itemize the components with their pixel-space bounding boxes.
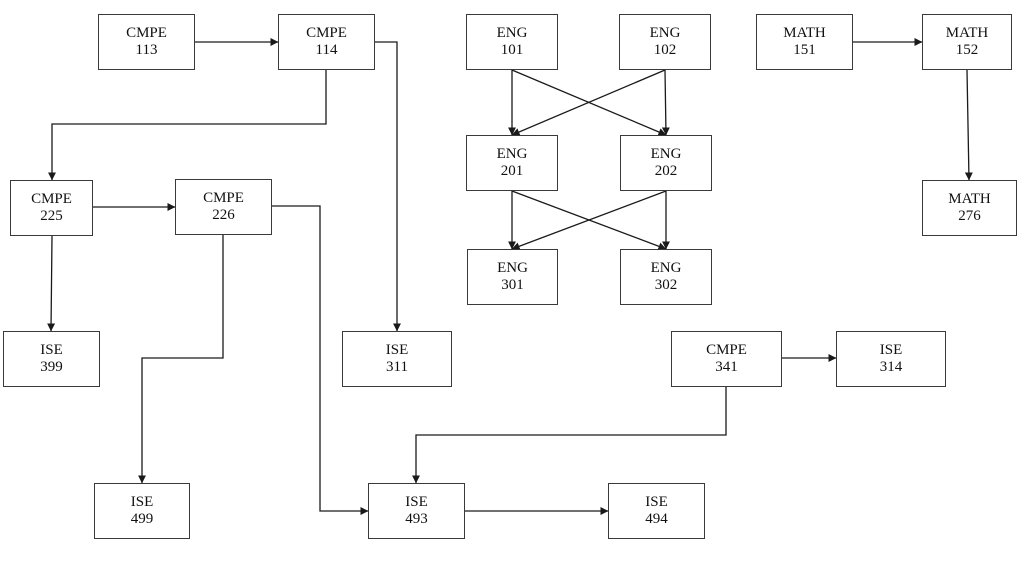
course-node-eng-101: ENG 101 xyxy=(466,14,558,70)
course-dept: CMPE xyxy=(306,25,347,41)
course-node-ise-493: ISE 493 xyxy=(368,483,465,539)
course-number: 114 xyxy=(315,42,338,58)
course-number: 311 xyxy=(386,359,408,375)
course-number: 152 xyxy=(955,42,979,58)
course-number: 494 xyxy=(645,511,668,527)
course-dept: ENG xyxy=(496,146,528,162)
course-dept: ISE xyxy=(645,494,668,510)
course-number: 226 xyxy=(212,207,235,223)
course-number: 301 xyxy=(501,277,524,293)
course-dept: CMPE xyxy=(203,190,244,206)
course-node-ise-494: ISE 494 xyxy=(608,483,705,539)
course-dept: CMPE xyxy=(706,342,747,358)
course-number: 113 xyxy=(135,42,158,58)
course-number: 202 xyxy=(654,163,678,179)
course-dept: CMPE xyxy=(31,191,72,207)
course-dept: CMPE xyxy=(126,25,167,41)
course-node-ise-311: ISE 311 xyxy=(342,331,452,387)
course-number: 276 xyxy=(958,208,981,224)
course-dept: ENG xyxy=(650,260,682,276)
course-node-cmpe-225: CMPE 225 xyxy=(10,180,93,236)
course-node-math-276: MATH 276 xyxy=(922,180,1017,236)
course-node-cmpe-113: CMPE 113 xyxy=(98,14,195,70)
course-dept: MATH xyxy=(948,191,991,207)
course-node-eng-202: ENG 202 xyxy=(620,135,712,191)
course-number: 102 xyxy=(653,42,677,58)
course-node-math-151: MATH 151 xyxy=(756,14,853,70)
course-node-cmpe-341: CMPE 341 xyxy=(671,331,782,387)
course-number: 225 xyxy=(40,208,63,224)
course-node-cmpe-114: CMPE 114 xyxy=(278,14,375,70)
course-dept: MATH xyxy=(783,25,826,41)
course-dept: ENG xyxy=(496,25,528,41)
course-number: 201 xyxy=(500,163,524,179)
edge-eng202-eng301 xyxy=(511,190,667,251)
course-number: 399 xyxy=(40,359,63,375)
course-node-eng-301: ENG 301 xyxy=(467,249,558,305)
edge-cmpe114-cmpe225 xyxy=(48,70,327,181)
course-node-ise-499: ISE 499 xyxy=(94,483,190,539)
course-node-ise-399: ISE 399 xyxy=(3,331,100,387)
edge-math152-math276 xyxy=(964,69,973,181)
edge-cmpe226-ise493 xyxy=(272,205,369,515)
edge-cmpe114-ise311 xyxy=(375,41,401,332)
course-dept: ISE xyxy=(385,342,409,358)
course-number: 499 xyxy=(130,511,154,527)
course-dept: ISE xyxy=(405,494,428,510)
edge-cmpe341-ise493 xyxy=(412,387,727,484)
course-dept: ENG xyxy=(650,146,682,162)
course-number: 151 xyxy=(793,42,816,58)
course-number: 314 xyxy=(879,359,903,375)
edge-cmpe225-ise399 xyxy=(47,235,56,332)
course-number: 493 xyxy=(405,511,428,527)
course-dept: MATH xyxy=(945,25,989,41)
course-node-eng-102: ENG 102 xyxy=(619,14,711,70)
course-node-eng-302: ENG 302 xyxy=(620,249,712,305)
course-dept: ISE xyxy=(40,342,63,358)
course-dept: ISE xyxy=(130,494,154,510)
edge-eng102-eng202 xyxy=(661,69,670,136)
course-node-cmpe-226: CMPE 226 xyxy=(175,179,272,235)
course-node-ise-314: ISE 314 xyxy=(836,331,946,387)
course-dept: ENG xyxy=(497,260,528,276)
course-number: 341 xyxy=(715,359,738,375)
edge-cmpe226-ise499 xyxy=(138,235,224,484)
course-number: 101 xyxy=(500,42,524,58)
course-number: 302 xyxy=(654,277,678,293)
course-node-eng-201: ENG 201 xyxy=(466,135,558,191)
course-dept: ISE xyxy=(879,342,903,358)
course-node-math-152: MATH 152 xyxy=(922,14,1012,70)
edge-eng102-eng201 xyxy=(511,69,666,136)
course-dept: ENG xyxy=(649,25,681,41)
